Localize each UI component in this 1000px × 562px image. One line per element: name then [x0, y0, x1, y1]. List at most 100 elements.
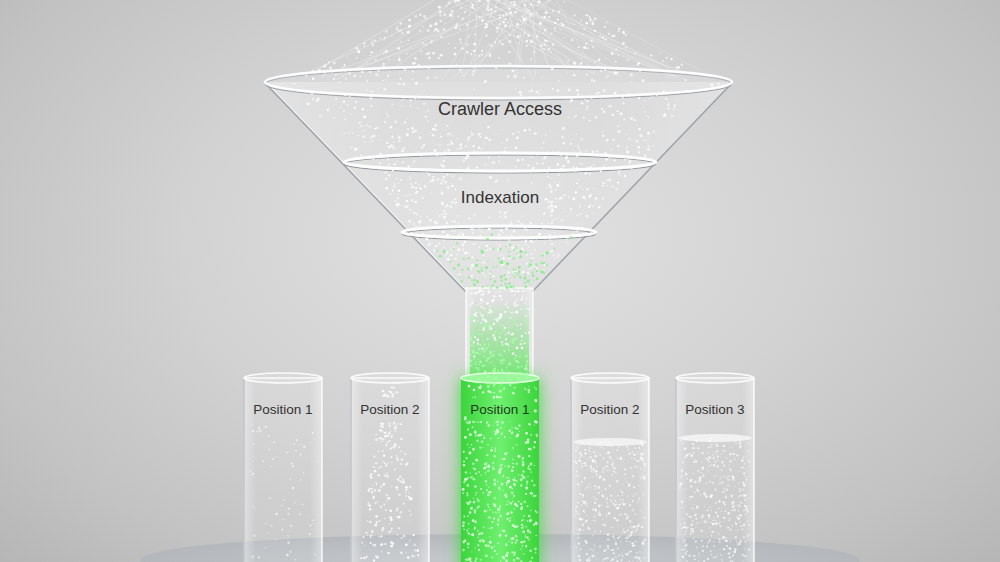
- particle: [328, 106, 329, 107]
- particle: [664, 113, 666, 115]
- particle: [415, 212, 417, 214]
- particle: [486, 484, 488, 486]
- particle: [605, 38, 607, 40]
- particle: [469, 318, 471, 320]
- particle: [465, 457, 467, 459]
- particle: [612, 138, 615, 141]
- particle: [434, 221, 437, 224]
- particle: [454, 0, 457, 2]
- particle: [505, 278, 507, 280]
- particle: [538, 233, 541, 236]
- particle: [500, 254, 501, 255]
- particle: [474, 547, 475, 548]
- particle: [473, 150, 475, 152]
- particle: [546, 151, 548, 153]
- particle: [360, 122, 362, 124]
- particle: [499, 315, 501, 317]
- particle: [438, 215, 440, 217]
- particle: [718, 83, 720, 85]
- particle: [477, 304, 478, 305]
- particle: [476, 338, 479, 341]
- particle: [443, 216, 445, 218]
- particle: [398, 140, 400, 142]
- particle: [518, 42, 519, 43]
- particle: [362, 136, 365, 139]
- particle: [471, 264, 473, 266]
- particle: [463, 461, 465, 463]
- particle: [521, 298, 523, 300]
- particle: [408, 220, 410, 222]
- particle: [468, 217, 470, 219]
- particle: [473, 346, 475, 348]
- particle: [524, 277, 527, 280]
- particle: [620, 112, 623, 115]
- water-streak: [464, 0, 595, 74]
- particle: [344, 119, 345, 120]
- particle: [496, 396, 499, 399]
- particle: [556, 205, 557, 206]
- particle: [472, 302, 474, 304]
- tube-rim: [676, 373, 754, 383]
- particle: [494, 450, 496, 452]
- particle: [379, 37, 380, 38]
- particle: [451, 142, 453, 144]
- particle: [651, 96, 653, 98]
- particle: [472, 351, 475, 354]
- particle: [505, 334, 506, 335]
- particle: [576, 89, 579, 92]
- particle: [483, 307, 485, 309]
- particle: [390, 167, 392, 169]
- particle: [392, 189, 394, 191]
- particle: [543, 16, 546, 19]
- particle: [343, 100, 345, 102]
- particle: [639, 69, 641, 71]
- particle: [430, 132, 431, 133]
- particle: [513, 249, 515, 251]
- particle: [366, 124, 368, 126]
- particle: [487, 424, 490, 427]
- particle: [467, 502, 470, 505]
- particle: [494, 497, 496, 499]
- particle: [536, 162, 538, 164]
- particle: [472, 225, 473, 226]
- particle: [361, 71, 363, 73]
- particle: [519, 36, 521, 38]
- particle: [495, 292, 497, 294]
- particle: [480, 344, 481, 345]
- particle: [460, 42, 462, 44]
- particle: [590, 166, 592, 168]
- particle: [470, 268, 472, 270]
- particle: [484, 371, 486, 373]
- particle: [606, 22, 608, 24]
- particle: [595, 116, 597, 118]
- particle: [354, 75, 356, 77]
- particle: [515, 248, 516, 249]
- particle: [517, 304, 519, 306]
- particle: [412, 71, 414, 73]
- particle: [533, 524, 535, 526]
- particle: [520, 548, 521, 549]
- particle: [358, 135, 359, 136]
- particle: [471, 279, 473, 281]
- particle: [456, 242, 458, 244]
- particle: [524, 4, 526, 6]
- particle: [609, 105, 612, 108]
- particle: [529, 531, 531, 533]
- particle: [464, 145, 466, 147]
- particle: [499, 40, 501, 42]
- particle: [517, 366, 520, 369]
- particle: [502, 257, 505, 260]
- particle: [473, 350, 474, 351]
- particle: [545, 198, 547, 200]
- particle: [462, 243, 465, 246]
- particle: [473, 243, 475, 245]
- particle: [478, 16, 480, 18]
- particle: [486, 249, 488, 251]
- particle: [480, 322, 482, 324]
- particle: [505, 268, 506, 269]
- particle: [509, 384, 511, 386]
- particle: [335, 73, 337, 75]
- particle: [530, 15, 532, 17]
- particle: [456, 201, 457, 202]
- particle: [464, 252, 467, 255]
